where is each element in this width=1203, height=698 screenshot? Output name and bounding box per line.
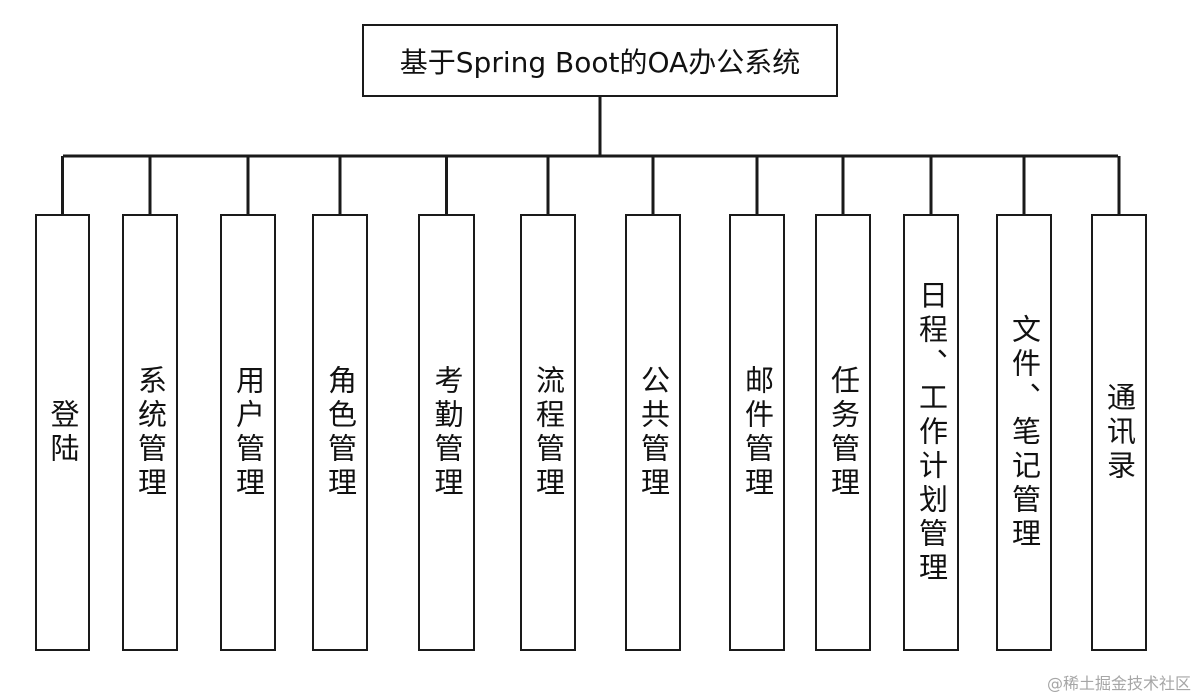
module-label: 角色管理 [323, 364, 358, 501]
module-node-role-management: 角色管理 [312, 214, 368, 651]
module-node-workflow-management: 流程管理 [520, 214, 576, 651]
module-node-attendance-management: 考勤管理 [418, 214, 475, 651]
module-node-mail-management: 邮件管理 [729, 214, 785, 651]
module-node-task-management: 任务管理 [815, 214, 871, 651]
module-node-contacts: 通讯录 [1091, 214, 1147, 651]
module-label: 登陆 [46, 398, 80, 467]
module-node-public-management: 公共管理 [625, 214, 681, 651]
module-node-schedule-plan-management: 日程、工作计划管理 [903, 214, 959, 651]
module-label: 考勤管理 [430, 364, 464, 501]
module-label: 系统管理 [133, 364, 168, 501]
root-title: 基于Spring Boot的OA办公系统 [399, 45, 801, 79]
watermark-text: @稀土掘金技术社区 [1046, 674, 1191, 693]
module-node-file-note-management: 文件、笔记管理 [996, 214, 1052, 651]
module-label: 任务管理 [826, 364, 861, 501]
root-node: 基于Spring Boot的OA办公系统 [362, 24, 838, 97]
module-label: 用户管理 [231, 364, 266, 501]
module-label: 通讯录 [1102, 381, 1137, 484]
module-node-login: 登陆 [35, 214, 90, 651]
module-label: 公共管理 [636, 364, 671, 501]
module-node-system-management: 系统管理 [122, 214, 178, 651]
module-label: 文件、笔记管理 [1007, 313, 1042, 552]
module-node-user-management: 用户管理 [220, 214, 276, 651]
module-label: 日程、工作计划管理 [914, 279, 949, 586]
module-label: 邮件管理 [740, 364, 775, 501]
module-label: 流程管理 [531, 364, 566, 501]
